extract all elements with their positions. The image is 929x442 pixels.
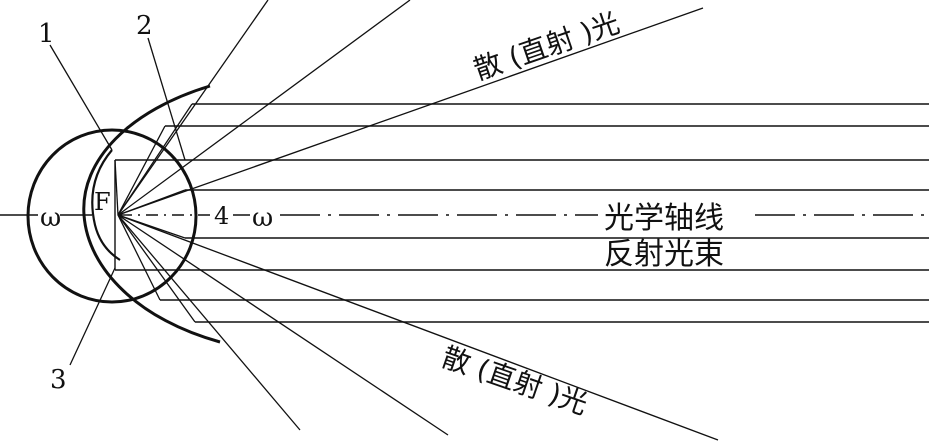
- ray-up-5: [117, 125, 166, 216]
- ray-down-4: [117, 214, 301, 431]
- reflector-shell: [82, 84, 221, 344]
- label-2: 2: [136, 11, 153, 41]
- ray-up-7: [114, 159, 119, 216]
- label-3: 3: [50, 365, 67, 395]
- leader-1: [49, 44, 113, 151]
- label-scatter-bottom: 散 (直射 )光: [438, 340, 592, 421]
- leader-2: [147, 37, 186, 161]
- ray-up-2: [117, 0, 411, 216]
- lamp-circle: [26, 128, 198, 304]
- label-optical-axis: 光学轴线: [604, 201, 724, 236]
- label-reflected-beam: 反射光束: [604, 237, 724, 272]
- leader-3: [69, 267, 116, 366]
- ray-down-5: [117, 214, 449, 436]
- label-omega-right: ω: [252, 203, 273, 233]
- reflected-beam-lines: [115, 103, 929, 323]
- label-1: 1: [38, 19, 55, 49]
- ray-up-6: [117, 189, 186, 216]
- reflector-inner: [91, 149, 121, 261]
- ray-down-6: [117, 214, 719, 441]
- rays-from-focus: [114, 0, 719, 441]
- ray-up-1: [117, 0, 269, 216]
- ray-down-3: [117, 214, 196, 323]
- label-4: 4: [214, 202, 229, 230]
- label-omega-left: ω: [40, 203, 61, 233]
- ray-up-4: [117, 103, 193, 216]
- ray-up-3: [117, 7, 704, 216]
- label-scatter-top: 散 (直射 )光: [470, 6, 624, 87]
- label-focus: F: [94, 188, 111, 216]
- ray-down-2: [117, 214, 161, 301]
